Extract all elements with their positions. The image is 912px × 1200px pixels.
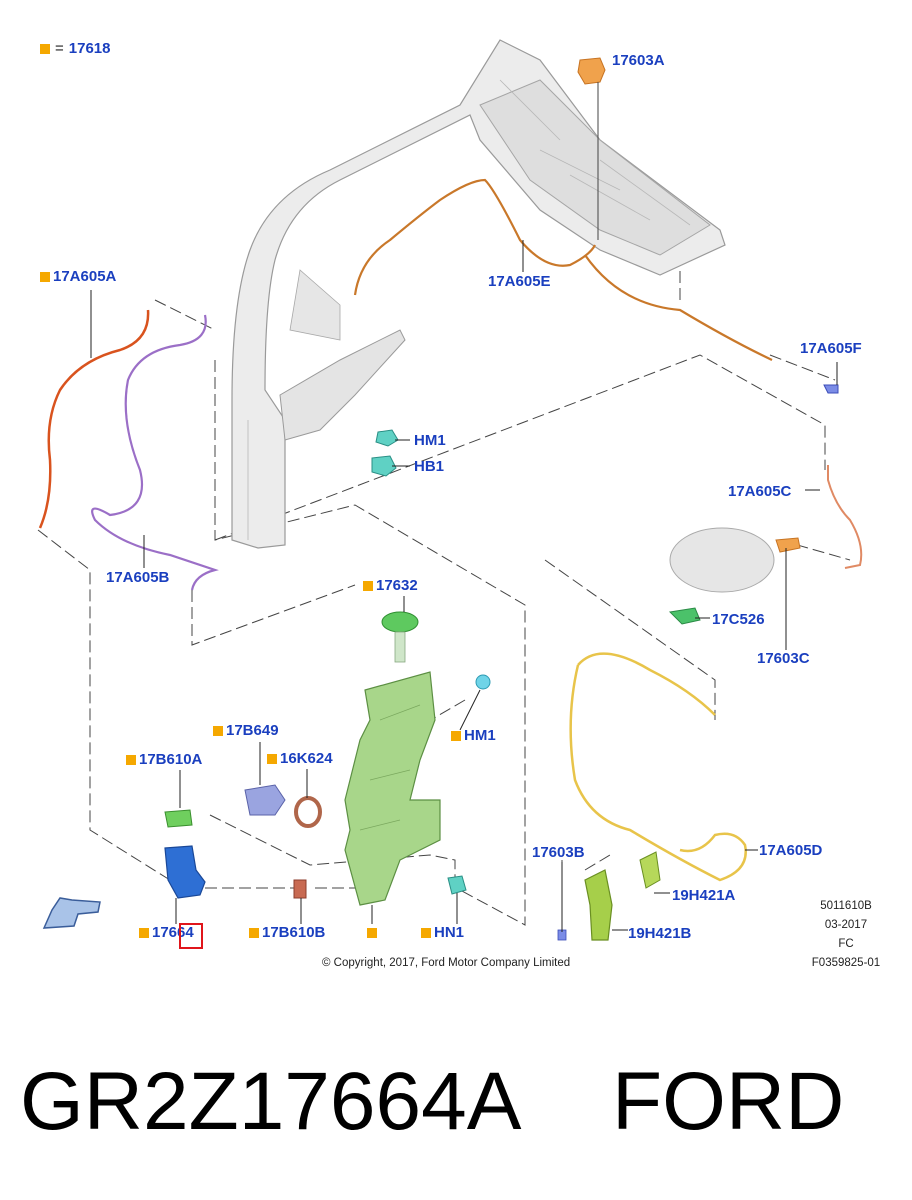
- part-label-17B610B: 17B610B: [249, 924, 325, 942]
- orange-marker-icon: [40, 44, 50, 54]
- meta-line-3: FC: [838, 938, 854, 950]
- footer-part-number: GR2Z17664A: [20, 1056, 522, 1147]
- cap-17632: [381, 611, 419, 663]
- copyright-notice: © Copyright, 2017, Ford Motor Company Li…: [322, 957, 571, 969]
- part-label-17603C: 17603C: [757, 650, 810, 667]
- meta-line-2: 03-2017: [824, 919, 868, 931]
- grommet-17B610B: [293, 879, 307, 899]
- connector-17603A: [577, 57, 606, 240]
- orange-marker-icon: [451, 731, 461, 741]
- part-label-17A605F: 17A605F: [800, 340, 862, 357]
- clip-17C526: [668, 607, 701, 625]
- part-label-HN1: HN1: [421, 924, 464, 942]
- motor-17B649: [244, 784, 286, 816]
- part-label-16K624: 16K624: [267, 750, 333, 768]
- nozzle-17603C: [669, 527, 801, 593]
- clip-HM1-top: [375, 429, 399, 447]
- part-label-17A605B: 17A605B: [106, 569, 170, 586]
- seal-16K624: [294, 796, 322, 828]
- orange-marker-icon: [126, 755, 136, 765]
- hose-17A605B: [91, 314, 219, 591]
- part-label-17B610A: 17B610A: [126, 751, 202, 769]
- part-label-19H421A: 19H421A: [672, 887, 736, 904]
- part-label-17A605A: 17A605A: [40, 268, 116, 286]
- hose-17A605E: [353, 178, 773, 361]
- part-label-17603A: 17603A: [612, 52, 665, 69]
- part-label-17603B: 17603B: [532, 844, 585, 861]
- body-frame-structure: [231, 39, 726, 549]
- part-label-17A605E: 17A605E: [488, 273, 551, 290]
- part-label-HM1-top: HM1: [414, 432, 446, 449]
- legend-code: 17618: [68, 40, 111, 57]
- footer-brand: FORD: [612, 1056, 845, 1147]
- fitting-17A605F: [823, 384, 839, 394]
- clip-HN1: [447, 875, 467, 895]
- hose-17A605C: [827, 465, 863, 569]
- exploded-parts-diagram: [37, 39, 863, 941]
- part-label-unnamed-marker: [367, 924, 380, 942]
- highlight-box: [179, 923, 203, 949]
- orange-marker-icon: [213, 726, 223, 736]
- orange-marker-icon: [249, 928, 259, 938]
- washer-reservoir: [344, 671, 491, 906]
- orange-marker-icon: [421, 928, 431, 938]
- part-label-17B649: 17B649: [213, 722, 279, 740]
- meta-line-1: 5011610B: [820, 900, 872, 912]
- part-label-17A605C: 17A605C: [728, 483, 792, 500]
- orange-marker-icon: [363, 581, 373, 591]
- part-label-HB1: HB1: [414, 458, 445, 475]
- orange-marker-icon: [367, 928, 377, 938]
- meta-line-4: F0359825-01: [811, 957, 881, 969]
- orange-marker-icon: [139, 928, 149, 938]
- diagram-meta: 5011610B 03-2017 FC F0359825-01: [800, 897, 892, 973]
- part-label-17A605D: 17A605D: [759, 842, 823, 859]
- clip-HB1: [371, 455, 397, 477]
- part-label-HM1-mid: HM1: [451, 727, 496, 745]
- part-label-17632: 17632: [363, 577, 418, 595]
- part-label-17664: 17664: [139, 924, 194, 942]
- part-label-17C526: 17C526: [712, 611, 765, 628]
- pump-17664: [164, 809, 206, 899]
- wire-harness-17A605D: [569, 652, 747, 882]
- label-leaders: [90, 240, 838, 932]
- legend-equals: =: [55, 40, 64, 57]
- orange-marker-icon: [40, 272, 50, 282]
- orange-marker-icon: [267, 754, 277, 764]
- dashed-assembly-lines: [37, 220, 851, 926]
- legend: =17618: [40, 40, 110, 58]
- part-label-19H421B: 19H421B: [628, 925, 692, 942]
- hose-17A605A: [38, 309, 150, 529]
- direction-arrow-icon: [42, 897, 101, 929]
